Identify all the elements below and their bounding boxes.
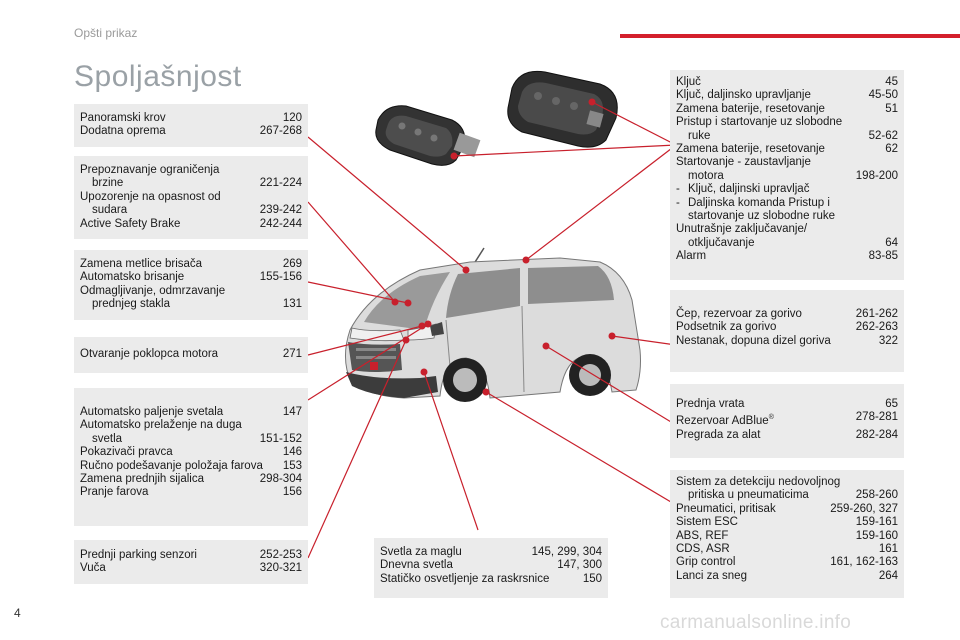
watermark: carmanualsonline.info (660, 612, 852, 633)
leader-lines (307, 101, 677, 559)
key-fob-front (375, 105, 481, 166)
leader-dots (391, 98, 616, 396)
key-fob-rear (507, 70, 618, 148)
section-title: Opšti prikaz (74, 26, 138, 40)
page-number: 4 (14, 606, 21, 620)
header-accent-bar (620, 34, 960, 38)
tyres-box: Sistem za detekciju nedovoljnog pritiska… (670, 470, 904, 598)
van-drawing (345, 247, 641, 402)
page-title: Spoljašnjost (74, 60, 242, 93)
